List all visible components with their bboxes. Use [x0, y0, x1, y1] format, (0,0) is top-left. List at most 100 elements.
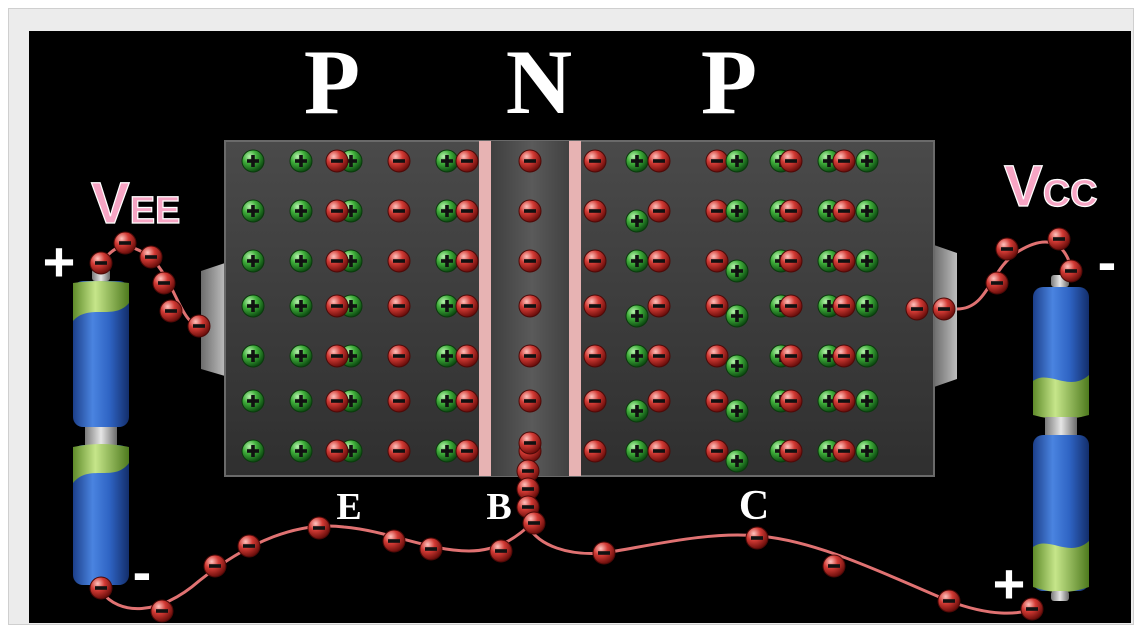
- electron-carrier-icon: [150, 599, 174, 623]
- electron-carrier-icon: [1059, 259, 1083, 283]
- pnp-transistor-diagram: P N P E B C VEE VCC +: [29, 31, 1131, 623]
- electron-carrier-icon: [647, 389, 671, 413]
- electron-carrier-icon: [455, 389, 479, 413]
- vee-minus-sign: -: [133, 540, 152, 603]
- electron-carrier-icon: [387, 389, 411, 413]
- hole-carrier-icon: [289, 199, 313, 223]
- electron-carrier-icon: [489, 539, 513, 563]
- electron-carrier-icon: [89, 576, 113, 600]
- electron-carrier-icon: [705, 294, 729, 318]
- vcc-battery: [1033, 275, 1089, 601]
- vee-plus-sign: +: [43, 230, 76, 293]
- hole-carrier-icon: [625, 149, 649, 173]
- electron-carrier-icon: [152, 271, 176, 295]
- vee-battery: [73, 269, 129, 585]
- electron-carrier-icon: [705, 149, 729, 173]
- collector-base-junction: [569, 141, 581, 476]
- electron-carrier-icon: [647, 344, 671, 368]
- hole-carrier-icon: [241, 199, 265, 223]
- electron-carrier-icon: [237, 534, 261, 558]
- electron-carrier-icon: [325, 149, 349, 173]
- electron-carrier-icon: [985, 271, 1009, 295]
- electron-carrier-icon: [455, 344, 479, 368]
- hole-carrier-icon: [725, 449, 749, 473]
- electron-carrier-icon: [832, 389, 856, 413]
- electron-carrier-icon: [387, 249, 411, 273]
- electron-carrier-icon: [705, 199, 729, 223]
- hole-carrier-icon: [725, 399, 749, 423]
- electron-carrier-icon: [583, 149, 607, 173]
- electron-carrier-icon: [387, 439, 411, 463]
- electron-carrier-icon: [932, 297, 956, 321]
- electron-carrier-icon: [705, 439, 729, 463]
- electron-carrier-icon: [387, 294, 411, 318]
- electron-carrier-icon: [325, 199, 349, 223]
- hole-carrier-icon: [855, 199, 879, 223]
- hole-carrier-icon: [725, 199, 749, 223]
- electron-carrier-icon: [779, 249, 803, 273]
- electron-carrier-icon: [518, 249, 542, 273]
- electron-carrier-icon: [455, 199, 479, 223]
- hole-carrier-icon: [435, 199, 459, 223]
- hole-carrier-icon: [435, 149, 459, 173]
- hole-carrier-icon: [625, 399, 649, 423]
- vcc-plus-sign: +: [993, 552, 1026, 615]
- electron-carrier-icon: [583, 249, 607, 273]
- emitter-contact-tab: [201, 263, 225, 376]
- hole-carrier-icon: [289, 344, 313, 368]
- electron-carrier-icon: [647, 149, 671, 173]
- vcc-minus-sign: -: [1098, 230, 1117, 293]
- p-region-heading-right: P: [701, 31, 757, 133]
- electron-carrier-icon: [832, 199, 856, 223]
- electron-carrier-icon: [937, 589, 961, 613]
- electron-carrier-icon: [518, 149, 542, 173]
- n-region-heading: N: [506, 31, 572, 133]
- collector-label: C: [739, 483, 769, 529]
- electron-carrier-icon: [455, 294, 479, 318]
- electron-carrier-icon: [516, 459, 540, 483]
- hole-carrier-icon: [855, 439, 879, 463]
- electron-carrier-icon: [382, 529, 406, 553]
- hole-carrier-icon: [289, 149, 313, 173]
- electron-carrier-icon: [583, 344, 607, 368]
- electron-carrier-icon: [522, 511, 546, 535]
- electron-carrier-icon: [779, 344, 803, 368]
- electron-carrier-icon: [518, 199, 542, 223]
- hole-carrier-icon: [241, 439, 265, 463]
- electron-carrier-icon: [387, 344, 411, 368]
- electron-carrier-icon: [518, 344, 542, 368]
- electron-carrier-icon: [822, 554, 846, 578]
- base-label: B: [486, 486, 511, 528]
- hole-carrier-icon: [855, 389, 879, 413]
- electron-carrier-icon: [583, 199, 607, 223]
- electron-carrier-icon: [89, 251, 113, 275]
- hole-carrier-icon: [855, 149, 879, 173]
- electron-carrier-icon: [583, 389, 607, 413]
- electron-carrier-icon: [832, 344, 856, 368]
- image-frame: P N P E B C VEE VCC +: [8, 8, 1134, 625]
- electron-carrier-icon: [307, 516, 331, 540]
- electron-carrier-icon: [779, 149, 803, 173]
- hole-carrier-icon: [725, 354, 749, 378]
- electron-carrier-icon: [139, 245, 163, 269]
- electron-carrier-icon: [325, 439, 349, 463]
- electron-carrier-icon: [779, 389, 803, 413]
- hole-carrier-icon: [855, 294, 879, 318]
- emitter-base-junction: [479, 141, 491, 476]
- electron-carrier-icon: [745, 526, 769, 550]
- hole-carrier-icon: [435, 294, 459, 318]
- electron-carrier-icon: [995, 237, 1019, 261]
- vee-label: VEE: [91, 171, 180, 236]
- electron-carrier-icon: [779, 294, 803, 318]
- electron-carrier-icon: [187, 314, 211, 338]
- electron-carrier-icon: [455, 149, 479, 173]
- hole-carrier-icon: [289, 439, 313, 463]
- hole-carrier-icon: [435, 249, 459, 273]
- hole-carrier-icon: [241, 249, 265, 273]
- electron-carrier-icon: [647, 199, 671, 223]
- electron-carrier-icon: [705, 389, 729, 413]
- vcc-label: VCC: [1004, 154, 1098, 219]
- electron-carrier-icon: [419, 537, 443, 561]
- electron-carrier-icon: [518, 431, 542, 455]
- electron-carrier-icon: [832, 294, 856, 318]
